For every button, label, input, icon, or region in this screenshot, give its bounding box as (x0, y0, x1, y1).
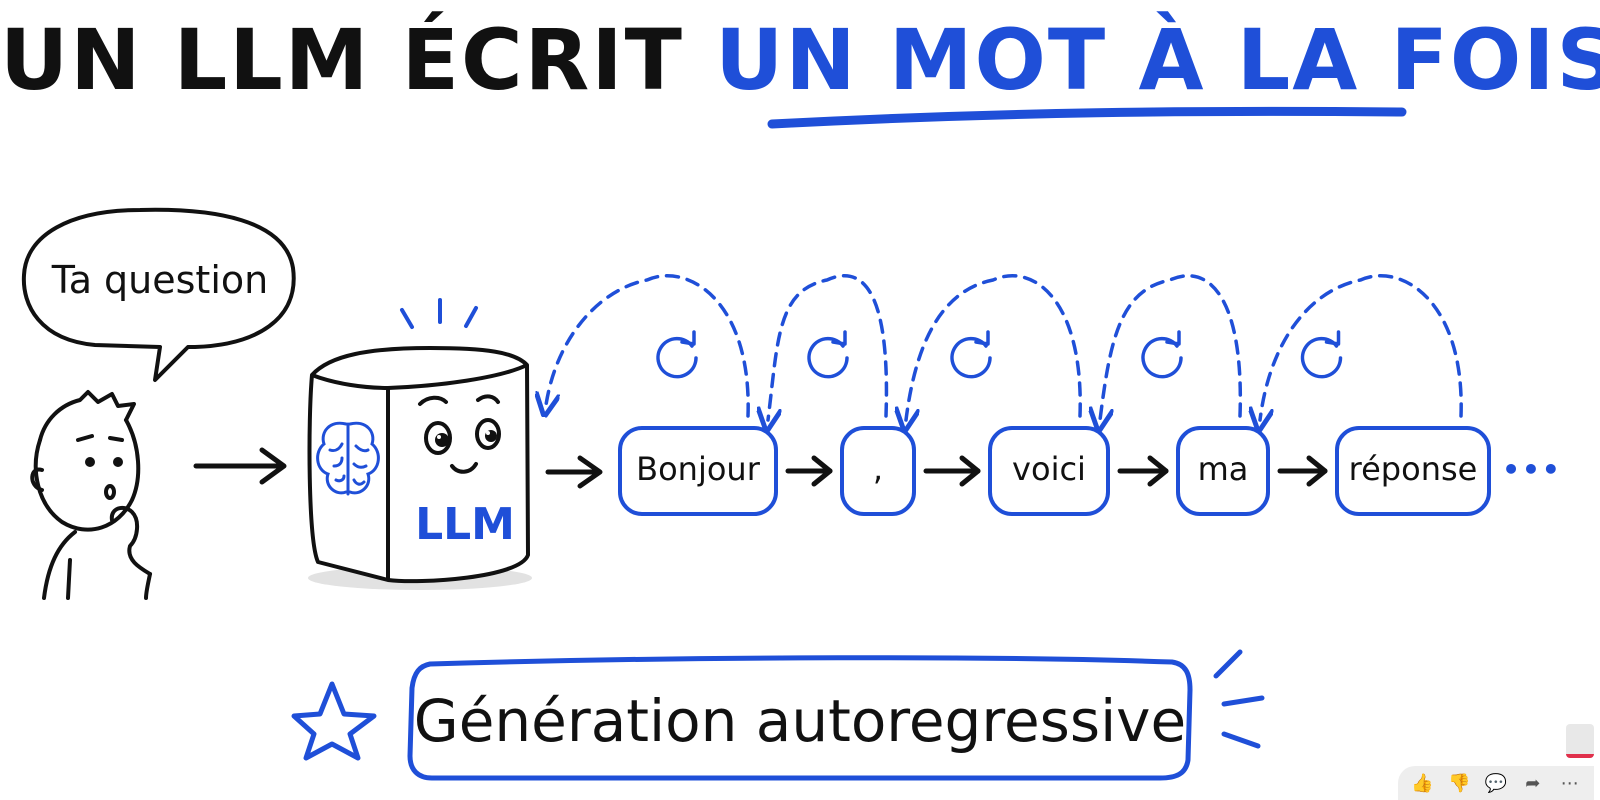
refresh-icons (656, 330, 1343, 379)
banner-text: Génération autoregressive (413, 687, 1187, 755)
person-hair (38, 390, 136, 442)
person-eye-left (85, 457, 95, 467)
person-ear (30, 467, 44, 492)
person-illustration (30, 390, 152, 600)
token-box-1 (618, 426, 778, 516)
feedback-arc-1 (546, 274, 750, 416)
token-label-3: voici (1012, 450, 1086, 488)
person-mouth (104, 484, 116, 500)
person-eye-right (113, 457, 123, 467)
token-arrow-3 (1117, 455, 1169, 487)
star-icon (291, 681, 377, 761)
person-brow-right (108, 436, 124, 442)
more-icon[interactable]: ⋯ (1560, 772, 1579, 794)
refresh-icon-1 (656, 330, 698, 379)
continuation-ellipsis: ••• (1502, 453, 1562, 486)
refresh-icon-4 (1141, 330, 1183, 379)
token-label-4: ma (1197, 450, 1249, 488)
page-title: UN LLM ÉCRIT UN MOT À LA FOIS (0, 0, 1600, 120)
refresh-icon-3 (950, 330, 992, 379)
emphasis-lines (1213, 649, 1265, 749)
person-hand (109, 505, 152, 576)
feedback-arc-4 (1100, 274, 1243, 420)
feedback-arc-2 (768, 274, 889, 420)
feedback-arc-5 (1260, 274, 1463, 420)
token-label-2: , (872, 450, 884, 488)
dislike-icon[interactable]: 👎 (1447, 772, 1471, 794)
llm-box-label: LLM (415, 499, 515, 550)
share-icon[interactable]: ➦ (1525, 772, 1541, 794)
video-action-bar: 👍 👎 💬 ➦ ⋯ (1398, 766, 1594, 800)
feedback-arc-3 (906, 274, 1082, 420)
token-box-2 (840, 426, 916, 516)
token-arrow-2 (923, 455, 981, 487)
title-underline (767, 106, 1407, 129)
channel-avatar[interactable] (1566, 724, 1594, 758)
llm-box (307, 298, 532, 590)
person-brow-left (76, 434, 94, 442)
llm-face (418, 394, 501, 474)
person-body (42, 530, 152, 600)
arrow-input (193, 447, 287, 485)
title-part-1: UN LLM ÉCRIT (0, 11, 684, 109)
person-head (33, 418, 141, 532)
token-box-4 (1176, 426, 1270, 516)
refresh-icon-2 (807, 330, 849, 379)
brain-icon (316, 421, 380, 496)
token-label-5: réponse (1348, 450, 1478, 488)
refresh-icon-5 (1300, 330, 1343, 379)
token-arrows (785, 455, 1328, 487)
speech-bubble (21, 207, 296, 382)
token-arrow-1 (785, 455, 833, 487)
speech-bubble-text: Ta question (51, 258, 269, 302)
title-part-2-highlight: UN MOT À LA FOIS (715, 11, 1600, 109)
token-boxes (618, 426, 1491, 516)
banner-box (407, 655, 1193, 781)
token-arrow-4 (1277, 455, 1328, 487)
like-icon[interactable]: 👍 (1411, 772, 1434, 794)
token-box-5 (1335, 426, 1491, 516)
token-box-3 (988, 426, 1110, 516)
feedback-arcs (546, 274, 1463, 420)
comment-icon[interactable]: 💬 (1484, 772, 1508, 794)
token-label-1: Bonjour (636, 450, 760, 488)
arrow-llm-output (545, 455, 603, 489)
